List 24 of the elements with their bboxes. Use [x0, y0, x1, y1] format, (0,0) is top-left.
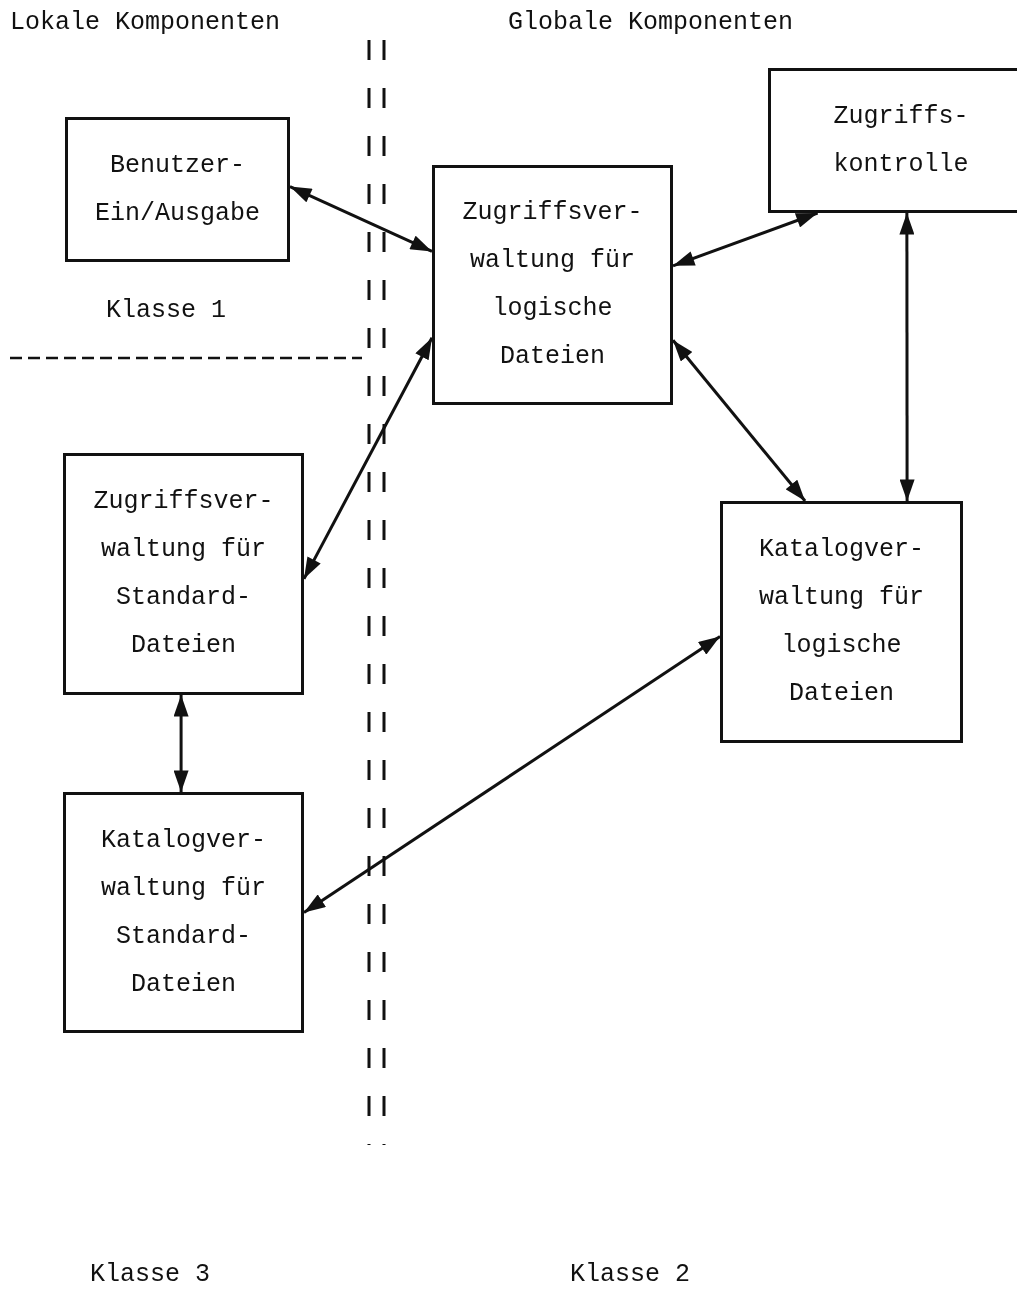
double-arrow — [289, 185, 433, 253]
process-box — [768, 68, 1017, 213]
double-arrow — [671, 339, 807, 502]
double-arrow — [173, 695, 189, 792]
double-arrow — [899, 213, 915, 501]
region-label: Klasse 1 — [106, 296, 227, 326]
double-arrow — [303, 635, 721, 914]
region-label: Klasse 3 — [90, 1260, 211, 1289]
box-label: Katalogver- waltung für Standard- Dateien — [100, 824, 267, 1001]
region-label: Klasse 2 — [570, 1260, 691, 1289]
box-label: Zugriffs- kontrolle — [832, 100, 970, 181]
region-label: Globale Komponenten — [508, 8, 794, 38]
double-arrow — [672, 211, 819, 268]
box-label: Zugriffsver- waltung für logische Dateien — [461, 197, 644, 373]
box-label: Zugriffsver- waltung für Standard- Dateien — [92, 486, 275, 662]
process-box — [720, 501, 963, 743]
process-box — [432, 165, 673, 405]
double-arrow — [302, 337, 434, 580]
process-box — [63, 453, 304, 695]
box-label: Katalogver- waltung für logische Dateien — [758, 534, 925, 710]
process-box — [65, 117, 290, 262]
region-label: Lokale Komponenten — [10, 8, 281, 38]
box-label: Benutzer- Ein/Ausgabe — [94, 149, 261, 230]
process-box — [63, 792, 304, 1033]
